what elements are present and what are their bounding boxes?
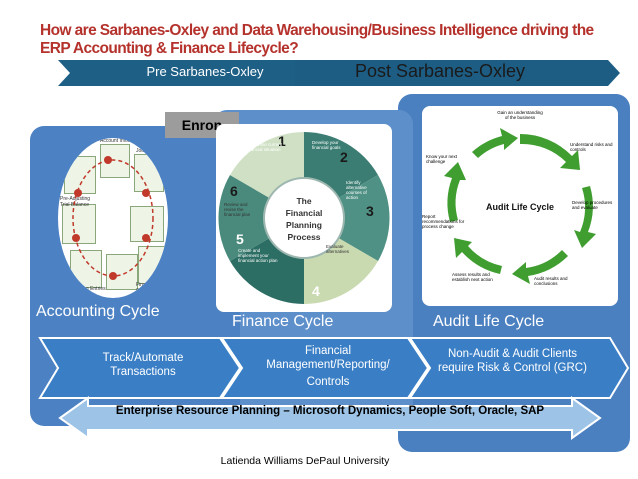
finance-step-num-4: 4 — [312, 283, 320, 299]
acct-doc-label-1: Journalize — [136, 148, 159, 154]
finance-wheel: The Financial Planning Process 1 2 3 4 5… — [216, 124, 392, 312]
erp-double-arrow — [58, 396, 602, 440]
accounting-chevron-text: Track/Automate Transactions — [102, 352, 184, 378]
finance-step-text-6: Review and revise the financial plan — [224, 202, 251, 217]
erp-label: Enterprise Resource Planning – Microsoft… — [115, 405, 545, 417]
finance-cycle-title: Finance Cycle — [232, 313, 334, 330]
accounting-cycle-title: Accounting Cycle — [36, 303, 160, 320]
finance-chevron-line-1: Management/Reporting/ — [266, 359, 390, 371]
finance-chevron-line-2: Controls — [306, 376, 350, 388]
audit-cycle-diagram: Audit Life Cycle Gain an understanding o… — [422, 106, 618, 306]
finance-step-num-6: 6 — [230, 183, 238, 199]
finance-chevron-text: Financial Management/Reporting/ Controls — [253, 344, 403, 389]
finance-step-num-1: 1 — [278, 133, 286, 149]
finance-center-line-3: Process — [287, 232, 320, 242]
chevron-accounting — [38, 337, 242, 399]
finance-center-line-0: The — [296, 196, 311, 206]
audit-chevron-text: Non-Audit & Audit Clients require Risk &… — [438, 348, 587, 374]
audit-node-1: Understand risks and controls — [570, 142, 613, 152]
finance-step-num-5: 5 — [236, 231, 244, 247]
audit-node-6: Know your next challenge — [426, 154, 458, 164]
finance-step-text-3: Identify alternative courses of action — [346, 180, 367, 200]
acct-doc-label-0: Account Information — [100, 138, 145, 144]
finance-center-line-2: Planning — [286, 220, 322, 230]
chevron-finance — [220, 337, 430, 399]
audit-cycle-title: Audit Life Cycle — [433, 313, 545, 330]
audit-node-5: Report recommendations for process chang… — [422, 214, 465, 229]
audit-node-0: Gain an understanding of the business — [497, 110, 543, 120]
finance-step-num-2: 2 — [340, 149, 348, 165]
finance-step-text-2: Develop your financial goals — [312, 140, 341, 150]
accounting-cycle-image: Account Information Journalize Pre-Adjus… — [58, 138, 168, 298]
acct-doc-label-3: Closing Entries — [72, 286, 106, 292]
audit-node-3: Audit results and conclusions — [534, 276, 568, 286]
finance-step-text-5: Create and implement your financial acti… — [238, 248, 278, 263]
timeline-post-label: Post Sarbanes-Oxley — [354, 61, 526, 81]
audit-node-4: Assess results and establish next action — [452, 272, 493, 282]
finance-chevron-line-0: Financial — [304, 345, 352, 357]
finance-center-line-1: Financial — [286, 208, 323, 218]
finance-step-text-1: Determine current financial situation — [246, 142, 282, 152]
page-title: How are Sarbanes-Oxley and Data Warehous… — [40, 22, 594, 57]
acct-doc-label-4: Financial Statements — [136, 282, 162, 294]
chevron-audit — [408, 337, 630, 399]
accounting-cycle-arrows — [72, 156, 154, 280]
audit-cycle-arrows — [444, 128, 596, 284]
finance-step-text-4: Evaluate alternatives — [326, 244, 350, 254]
timeline-arrow — [58, 60, 620, 86]
finance-step-num-3: 3 — [366, 203, 374, 219]
audit-center-label: Audit Life Cycle — [486, 202, 554, 212]
timeline-pre-label: Pre Sarbanes-Oxley — [146, 64, 264, 79]
audit-node-2: Develop procedures and evaluate — [572, 200, 613, 210]
footer-credit: Latienda Williams DePaul University — [220, 455, 390, 467]
